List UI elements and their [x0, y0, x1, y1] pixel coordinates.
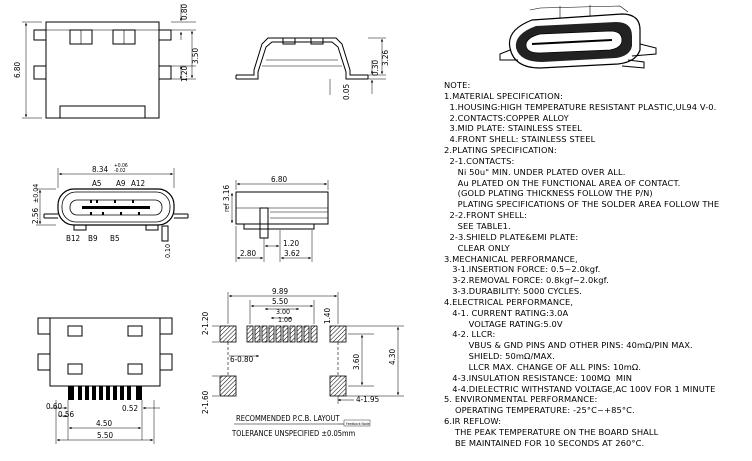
- note-line: VOLTAGE RATING:5.0V: [444, 318, 563, 329]
- connector-3d-illustration: [499, 5, 657, 69]
- pin-label-b12: B12: [66, 234, 80, 243]
- note-line: VBUS & GND PINS AND OTHER PINS: 40mΩ/PIN…: [444, 340, 693, 351]
- note-line: CLEAR ONLY: [444, 242, 510, 253]
- bottom-pins: [68, 386, 142, 400]
- dim-bottom-b: 0.56: [58, 410, 74, 419]
- note-line: 1.HOUSING:HIGH TEMPERATURE RESISTANT PLA…: [444, 101, 717, 112]
- dim-pcb-g: 3.60: [352, 354, 361, 370]
- note-line: 4.FRONT SHELL: STAINLESS STEEL: [444, 134, 596, 145]
- pin-label-a12: A12: [131, 179, 145, 188]
- dim-pcb-width: 9.89: [272, 287, 288, 296]
- dim-section-a: 1.20: [283, 239, 299, 248]
- pin-label-a5: A5: [92, 179, 102, 188]
- bottom-view: 0.60 0.56 0.52 4.50 5.50: [37, 317, 173, 444]
- dim-pcb-j: 4-1.95: [356, 395, 379, 404]
- note-line: 6.IR REFLOW:: [444, 416, 502, 427]
- notes-heading: NOTE:: [444, 80, 471, 90]
- note-line: SHIELD: 50mΩ/MAX.: [444, 351, 555, 362]
- dim-bottom-e: 5.50: [97, 431, 113, 440]
- dim-bottom-a: 0.60: [46, 402, 62, 411]
- dim-pcb-a: 5.50: [272, 297, 288, 306]
- pcb-signal-pads: [246, 325, 318, 343]
- note-line: PLATING SPECIFICATIONS OF THE SOLDER ARE…: [444, 199, 720, 210]
- dim-pcb-h: 4.30: [388, 349, 397, 365]
- pin-label-b9: B9: [88, 234, 98, 243]
- note-line: THE PEAK TEMPERATURE ON THE BOARD SHALL: [444, 427, 659, 437]
- pcb-layout: 9.89 5.50 3.00 1.00 1.40 2-1.20 6-0.80 3…: [201, 287, 404, 438]
- note-line: BE MAINTAINED FOR 10 SECONDS AT 260°C.: [444, 437, 645, 448]
- note-line: 5. ENVIRONMENTAL PERFORMANCE:: [444, 394, 598, 405]
- note-line: (GOLD PLATING THICKNESS FOLLOW THE P/N): [444, 188, 653, 199]
- dim-top-c: 3.50: [191, 48, 200, 64]
- specification-notes: NOTE:1.MATERIAL SPECIFICATION: 1.HOUSING…: [444, 80, 750, 449]
- note-line: 3.MECHANICAL PERFORMANCE,: [444, 253, 578, 264]
- pin-label-b5: B5: [110, 234, 120, 243]
- note-line: OPERATING TEMPERATURE: -25°C~+85°C.: [444, 405, 635, 416]
- dim-front-width: 8.34: [92, 165, 108, 174]
- dim-pcb-b: 3.00: [276, 308, 290, 316]
- note-line: 4-3.INSULATION RESISTANCE: 100MΩ MIN: [444, 372, 633, 383]
- dim-section-width: 6.80: [271, 175, 287, 184]
- note-line: 4-4.DIELECTRIC WITHSTAND VOLTAGE,AC 100V…: [444, 383, 716, 394]
- dim-front-tol-up: +0.06: [114, 163, 128, 169]
- pcb-tolerance-note: TOLERANCE UNSPECIFIED ±0.05mm: [231, 429, 355, 438]
- pcb-feedback-note: Feedback Node: [346, 422, 370, 426]
- dim-top-b: 1.20: [180, 66, 189, 82]
- note-line: Au PLATED ON THE FUNCTIONAL AREA OF CONT…: [444, 177, 681, 188]
- dim-pcb-d: 1.40: [323, 308, 332, 324]
- note-line: 2.CONTACTS:COPPER ALLOY: [444, 112, 569, 123]
- note-line: 3-1.INSERTION FORCE: 0.5~2.0kgf.: [444, 264, 601, 275]
- front-view: 8.34 +0.06 -0.02 2.56 ±0.04 A5 A9 A12 B1…: [31, 163, 189, 243]
- dim-pcb-c: 1.00: [278, 316, 292, 324]
- note-line: 3-2.REMOVAL FORCE: 0.8kgf~2.0kgf.: [444, 275, 609, 286]
- note-line: 3.MID PLATE: STAINLESS STEEL: [444, 123, 582, 134]
- dim-section-c: 3.62: [284, 249, 300, 258]
- dim-pcb-i: 2-1.60: [201, 390, 210, 414]
- dim-pcb-e: 2-1.20: [201, 311, 210, 335]
- dim-side-c: 0.05: [342, 84, 351, 100]
- dim-front-tol-down: -0.02: [114, 168, 126, 174]
- note-line: 2-2.FRONT SHELL:: [444, 210, 528, 221]
- side-view: 0.30 3.26 0.05: [235, 37, 390, 100]
- note-line: SEE TABLE1.: [444, 220, 511, 231]
- note-line: 4-2. LLCR:: [444, 329, 496, 340]
- dim-side-a: 0.30: [371, 60, 380, 76]
- pin-label-a9: A9: [116, 179, 126, 188]
- note-line: 2-3.SHIELD PLATE&EMI PLATE:: [444, 231, 579, 242]
- note-line: 4-1. CURRENT RATING:3.0A: [444, 307, 569, 318]
- top-view: 6.80 0.80 1.20 3.50: [13, 4, 200, 119]
- note-line: 1.MATERIAL SPECIFICATION:: [444, 90, 563, 101]
- dim-section-b: 2.80: [240, 249, 256, 258]
- note-line: 4.ELECTRICAL PERFORMANCE,: [444, 296, 574, 307]
- pcb-layout-caption: RECOMMENDED P.C.B. LAYOUT: [236, 414, 340, 423]
- dim-section-ref-value: 3.16: [222, 185, 231, 201]
- dim-bottom-d: 4.50: [96, 419, 112, 428]
- dim-front-height: 2.56: [31, 208, 40, 224]
- dim-section-d: 0.10: [164, 244, 172, 258]
- note-line: 2-1.CONTACTS:: [444, 155, 515, 166]
- dim-front-height-tol: ±0.04: [32, 184, 40, 203]
- dim-bottom-c: 0.52: [122, 404, 138, 413]
- dim-top-width: 6.80: [13, 62, 22, 78]
- note-line: 2.PLATING SPECIFICATION:: [444, 145, 557, 156]
- dim-section-ref-label: ref: [223, 203, 231, 212]
- note-line: Ni 50u" MIN. UNDER PLATED OVER ALL.: [444, 166, 626, 177]
- side-section-view: 6.80 ref 3.16 1.20 2.80 3.62 0.10: [164, 175, 329, 262]
- dim-pcb-f: 6-0.80: [230, 355, 254, 364]
- note-line: 3-3.DURABILITY: 5000 CYCLES.: [444, 286, 583, 297]
- dim-top-a: 0.80: [180, 4, 189, 20]
- note-line: LLCR MAX. CHANGE OF ALL PINS: 10mΩ.: [444, 361, 642, 372]
- dim-side-b: 3.26: [381, 50, 390, 66]
